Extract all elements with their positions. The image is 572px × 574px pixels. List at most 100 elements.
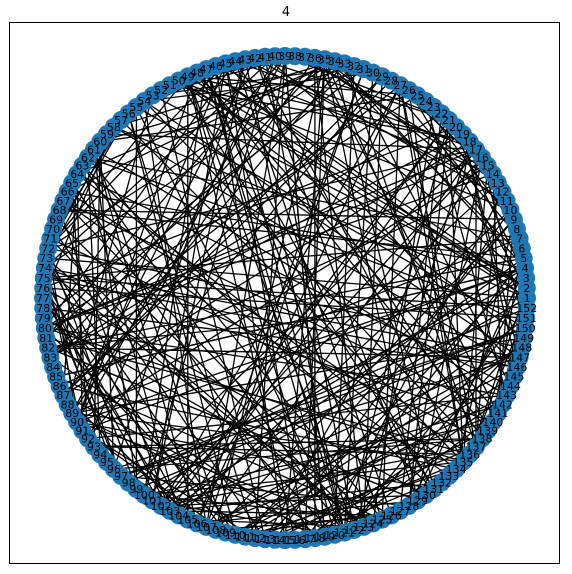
node-label: 74 — [38, 262, 52, 275]
node-label: 31 — [357, 63, 371, 76]
graph-edge — [304, 56, 499, 184]
graph-edge — [448, 119, 527, 279]
node-label: 73 — [39, 252, 53, 265]
graph-edge — [113, 126, 528, 299]
graph-edge — [324, 59, 419, 501]
node-label: 85 — [49, 371, 63, 384]
graph-edge — [343, 72, 374, 533]
node-label: 98 — [122, 477, 136, 490]
graph-edge — [497, 219, 515, 414]
graph-edge — [475, 182, 499, 447]
node-label: 57 — [114, 114, 128, 127]
graph-edge — [93, 149, 198, 524]
node-label: 122 — [344, 524, 365, 537]
graph-edge — [113, 126, 518, 368]
graph-edge — [46, 257, 528, 299]
node-label: 104 — [168, 509, 189, 522]
node-label: 143 — [496, 389, 517, 402]
node-label: 67 — [56, 195, 70, 208]
graph-edge — [93, 149, 227, 533]
node-label: 7 — [516, 233, 523, 246]
graph-edge — [455, 219, 515, 470]
node-label: 77 — [36, 292, 50, 305]
node-label: 61 — [87, 143, 101, 156]
graph-edge — [62, 80, 392, 396]
graph-edge — [47, 75, 189, 249]
node-label: 106 — [187, 517, 208, 530]
node-label: 18 — [463, 136, 477, 149]
graph-edge — [76, 55, 286, 423]
node-label: 10 — [503, 204, 517, 217]
node-label: 52 — [154, 84, 168, 97]
node-label: 24 — [419, 95, 433, 108]
graph-edge — [93, 148, 507, 396]
graph-edge — [492, 248, 523, 423]
node-label: 64 — [70, 168, 84, 181]
node-label: 44 — [228, 55, 242, 68]
graph-edge — [44, 173, 494, 329]
node-label: 94 — [93, 448, 107, 461]
node-label: 110 — [225, 529, 246, 542]
graph-edge — [71, 182, 316, 539]
node-label: 96 — [107, 463, 121, 476]
node-label: 40 — [268, 50, 282, 63]
node-label: 83 — [43, 351, 57, 364]
graph-edge — [113, 60, 335, 128]
graph-edge — [169, 510, 392, 517]
node-label: 140 — [482, 416, 503, 429]
graph-edge — [55, 218, 365, 528]
graph-edge — [44, 94, 418, 329]
node-label: 4 — [522, 262, 529, 275]
node-label: 134 — [446, 463, 467, 476]
node-label: 88 — [61, 398, 75, 411]
node-label: 124 — [363, 517, 384, 530]
graph-edge — [161, 494, 426, 507]
graph-edge — [87, 394, 507, 440]
node-label: 76 — [36, 282, 50, 295]
node-label: 20 — [449, 121, 463, 134]
graph-edge — [128, 148, 477, 484]
node-label: 25 — [410, 89, 424, 102]
node-label: 149 — [513, 332, 534, 345]
graph-edge — [254, 57, 419, 501]
graph-edge — [71, 237, 520, 414]
graph-edge — [314, 57, 499, 414]
graph-edge — [44, 267, 365, 528]
graph-edge — [47, 248, 78, 423]
graph-edge — [196, 84, 401, 524]
node-label: 60 — [93, 136, 107, 149]
node-label: 109 — [215, 527, 236, 540]
node-label: 138 — [472, 433, 493, 446]
node-label: 116 — [285, 534, 306, 547]
node-label: 139 — [477, 424, 498, 437]
node-label: 12 — [495, 186, 509, 199]
plot-frame — [9, 22, 560, 564]
graph-edge — [343, 337, 525, 534]
node-label: 65 — [65, 177, 79, 190]
graph-edge — [120, 356, 520, 477]
node-layer — [34, 47, 536, 549]
node-label: 38 — [288, 50, 302, 63]
node-label: 16 — [475, 151, 489, 164]
node-label: 21 — [442, 114, 456, 127]
node-label: 117 — [295, 533, 316, 546]
node-label: 114 — [265, 534, 286, 547]
graph-edge — [187, 75, 470, 143]
node-label: 150 — [515, 322, 536, 335]
graph-node — [517, 299, 536, 317]
graph-edge — [43, 237, 520, 279]
graph-edge — [196, 72, 489, 431]
graph-edge — [324, 191, 503, 537]
graph-edge — [87, 55, 276, 439]
node-label: 125 — [372, 514, 393, 527]
graph-edge — [82, 267, 526, 432]
node-label: 72 — [41, 242, 55, 255]
node-label: 137 — [466, 441, 487, 454]
graph-edge — [44, 60, 236, 329]
node-label: 68 — [53, 204, 67, 217]
graph-edge — [234, 347, 523, 536]
node-label: 51 — [163, 79, 177, 92]
node-label: 127 — [390, 505, 411, 518]
node-label: 45 — [219, 57, 233, 70]
graph-edge — [408, 89, 528, 289]
